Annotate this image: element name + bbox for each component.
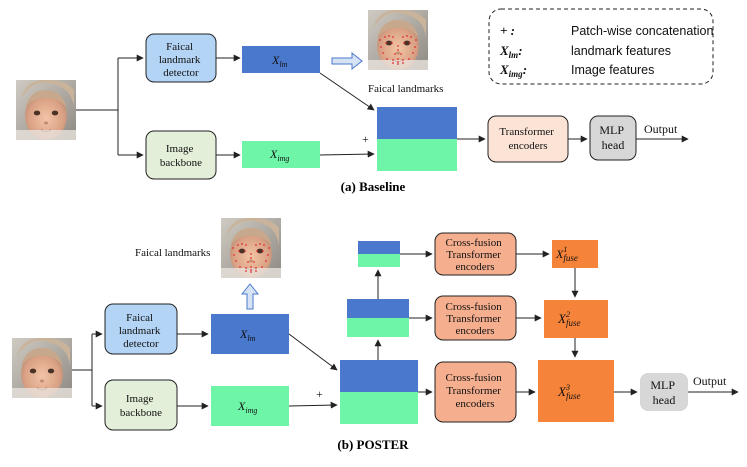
baseline-output-label: Output	[644, 122, 678, 136]
poster-input-face-photo	[11, 337, 73, 399]
baseline-caption: (a) Baseline	[341, 179, 406, 194]
baseline-xlm-label: Xlm	[271, 53, 288, 69]
poster-concat-img-2	[347, 318, 409, 337]
baseline-mlp-label: MLP head	[599, 123, 626, 152]
baseline-input-face-photo	[15, 79, 77, 141]
poster-concat-img-1	[358, 254, 400, 267]
legend-text-image: Image features	[571, 63, 654, 77]
baseline-mlp-box	[589, 115, 637, 161]
poster-landmarks-label: Faical landmarks	[135, 247, 210, 259]
poster-backbone-box	[104, 379, 178, 431]
poster-landmark-face-photo	[221, 218, 281, 278]
baseline-landmarks-label: Faical landmarks	[368, 83, 443, 95]
poster-concat-lm-2	[347, 299, 409, 318]
baseline-landmark-face-photo	[368, 10, 428, 70]
legend-text-concat: Patch-wise concatenation	[571, 24, 713, 38]
legend-symbol-ximg: Ximg:	[499, 62, 527, 79]
cross-fusion-label-2: Cross-fusion Transformer encoders	[446, 301, 505, 337]
baseline-transformer-box	[487, 115, 569, 163]
poster-detector-box	[104, 303, 178, 355]
poster-plus-sign: +	[316, 387, 323, 401]
baseline-ximg-label: Ximg	[269, 147, 289, 163]
poster-xlm-block	[211, 314, 289, 354]
baseline-detector-label: Faical landmark detector	[159, 41, 203, 79]
cross-fusion-label-3: Cross-fusion Transformer encoders	[446, 372, 505, 410]
baseline-backbone-label: Image backbone	[160, 143, 202, 169]
poster-backbone-label: Image backbone	[120, 393, 162, 419]
legend-symbol-xlm: Xlm:	[499, 43, 523, 60]
hollow-arrow-up-icon	[240, 283, 260, 310]
xfuse-block-2	[544, 300, 608, 338]
poster-concat-lm-3	[340, 360, 418, 392]
baseline-concat-img	[377, 139, 457, 171]
poster-diagram: Faical landmark detector Image backbone …	[11, 218, 739, 452]
baseline-plus-sign: +	[362, 132, 369, 146]
legend-text-landmark: landmark features	[571, 44, 671, 58]
baseline-concat-lm	[377, 107, 457, 139]
xfuse-block-3	[538, 360, 614, 422]
poster-mlp-label: MLP head	[650, 378, 677, 407]
legend-symbol-plus: + :	[500, 23, 515, 38]
legend: + : Patch-wise concatenation Xlm: landma…	[488, 8, 714, 85]
poster-caption: (b) POSTER	[337, 437, 409, 452]
baseline-diagram: Faical landmark detector Image backbone …	[15, 10, 689, 194]
poster-xlm-label: Xlm	[239, 327, 256, 343]
baseline-ximg-block	[242, 141, 320, 168]
poster-concat-lm-1	[358, 241, 400, 254]
baseline-transformer-label: Transformer encoders	[499, 126, 556, 152]
cross-fusion-label-1: Cross-fusion Transformer encoders	[446, 237, 505, 273]
poster-mlp-box	[640, 373, 688, 411]
poster-detector-label: Faical landmark detector	[119, 312, 163, 350]
baseline-backbone-box	[145, 130, 217, 180]
xfuse-block-1	[552, 240, 598, 268]
hollow-arrow-right-icon	[331, 51, 363, 71]
poster-ximg-label: Ximg	[237, 399, 257, 415]
poster-output-label: Output	[693, 374, 727, 388]
poster-ximg-block	[211, 386, 289, 426]
baseline-xlm-block	[242, 46, 320, 73]
poster-concat-img-3	[340, 392, 418, 424]
